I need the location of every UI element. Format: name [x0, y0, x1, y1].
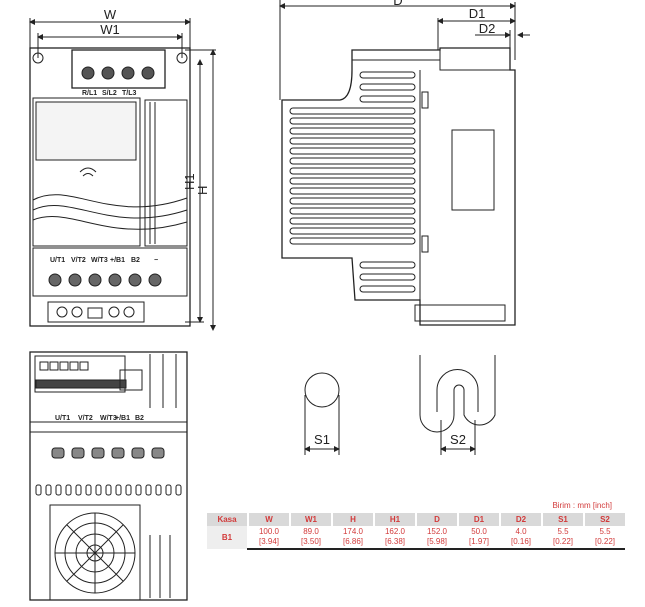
terminal-v-t2: V/T2: [71, 257, 86, 264]
bottom-terminal-u-t1: U/T1: [55, 415, 70, 422]
value-inch: [1.97]: [468, 537, 489, 546]
front-view: W W1 H1 H R/L1 S/L2 T/L3 U/T1 V/T2 W/T3 …: [29, 7, 216, 331]
cell-s2: 5.5[0.22]: [583, 526, 625, 550]
cell-w: 100.0[3.94]: [247, 526, 290, 550]
cell-h1: 162.0[6.38]: [373, 526, 416, 550]
cell-d: 152.0[5.98]: [415, 526, 458, 550]
d1-label: D1: [469, 6, 486, 21]
bottom-terminal-v-t2: V/T2: [78, 415, 93, 422]
wifi-icon: [79, 167, 97, 177]
value-inch: [0.22]: [594, 537, 615, 546]
value-inch: [3.94]: [258, 537, 279, 546]
terminal-s-l2: S/L2: [102, 90, 117, 97]
cell-d1: 50.0[1.97]: [457, 526, 500, 550]
s2-label: S2: [450, 432, 466, 447]
header-d1: D1: [457, 513, 500, 526]
value-inch: [5.98]: [426, 537, 447, 546]
value-inch: [3.50]: [300, 537, 321, 546]
terminal-plus-b1: +/B1: [110, 257, 125, 264]
header-d2: D2: [499, 513, 542, 526]
terminal-r-l1: R/L1: [82, 90, 97, 97]
cell-kasa: B1: [205, 526, 248, 549]
value-mm: 50.0: [471, 527, 487, 536]
value-mm: 5.5: [599, 527, 611, 536]
terminal-b2: B2: [131, 257, 140, 264]
cell-d2: 4.0[0.16]: [499, 526, 542, 550]
unit-note: Birim : mm [inch]: [552, 501, 612, 510]
value-mm: 100.0: [258, 527, 280, 536]
terminal-t-l3: T/L3: [122, 90, 136, 97]
value-inch: [0.16]: [510, 537, 531, 546]
cell-s1: 5.5[0.22]: [541, 526, 584, 550]
fan-icon: [54, 512, 136, 594]
bottom-terminal-w-t3: W/T3: [100, 415, 117, 422]
h-label: H: [195, 186, 210, 195]
w1-label: W1: [100, 22, 120, 37]
terminal-u-t1: U/T1: [50, 257, 65, 264]
w-label: W: [104, 7, 117, 22]
header-h1: H1: [373, 513, 416, 526]
side-view: D D1 D2: [279, 0, 530, 326]
header-s2: S2: [583, 513, 625, 526]
table-row: B1 100.0[3.94] 89.0[3.50] 174.0[6.86] 16…: [205, 526, 625, 550]
slot-s2: S2: [419, 355, 496, 455]
bottom-view: U/T1 V/T2 W/T3 +/B1 B2: [29, 351, 188, 601]
s1-label: S1: [314, 432, 330, 447]
terminal-w-t3: W/T3: [91, 257, 108, 264]
bottom-terminal-plus-b1: +/B1: [115, 415, 130, 422]
value-inch: [6.86]: [342, 537, 363, 546]
d2-label: D2: [479, 21, 496, 36]
bottom-terminal-b2: B2: [135, 415, 144, 422]
cell-h: 174.0[6.86]: [331, 526, 374, 550]
header-kasa: Kasa: [205, 513, 248, 526]
header-h: H: [331, 513, 374, 526]
value-mm: 174.0: [342, 527, 364, 536]
slot-s1: S1: [304, 372, 340, 455]
table-header-row: Kasa W W1 H H1 D D1 D2 S1 S2: [205, 513, 625, 526]
cell-w1: 89.0[3.50]: [289, 526, 332, 550]
terminal-minus: −: [154, 257, 158, 264]
value-mm: 152.0: [426, 527, 448, 536]
dimension-table: Kasa W W1 H H1 D D1 D2 S1 S2 B1 100.0[3.…: [205, 513, 625, 550]
d-label: D: [393, 0, 402, 8]
value-inch: [6.38]: [384, 537, 405, 546]
header-d: D: [415, 513, 458, 526]
header-s1: S1: [541, 513, 584, 526]
header-w: W: [247, 513, 290, 526]
value-mm: 4.0: [515, 527, 527, 536]
value-inch: [0.22]: [552, 537, 573, 546]
header-w1: W1: [289, 513, 332, 526]
value-mm: 5.5: [557, 527, 569, 536]
value-mm: 89.0: [303, 527, 319, 536]
value-mm: 162.0: [384, 527, 406, 536]
